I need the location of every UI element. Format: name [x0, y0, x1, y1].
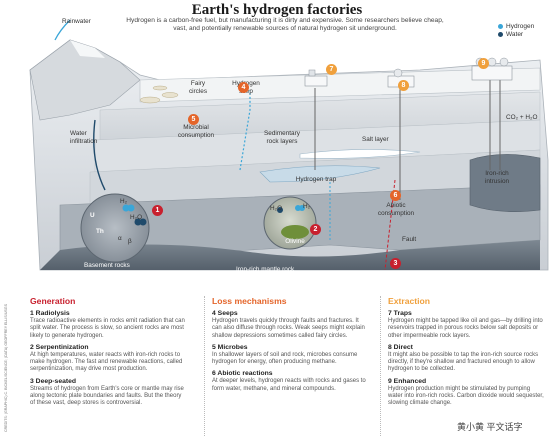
infiltration-arrow [93, 119, 106, 191]
page-subtitle: Hydrogen is a carbon-free fuel, but manu… [126, 17, 444, 32]
salt-layer-shape [299, 149, 421, 159]
salt-layer-label: Salt layer [362, 136, 389, 143]
h2o-label: H₂O [270, 205, 283, 212]
facility-7 [304, 69, 328, 87]
thorium-label: Th [96, 228, 104, 235]
uranium-label: U [90, 212, 95, 219]
credit-line: CREDITS: (GRAPHIC) C. BICKEL/SCIENCE; (D… [4, 304, 8, 432]
marker-3: 3 [390, 258, 401, 269]
olivine-grain [281, 225, 309, 239]
legend-label: Hydrogen [506, 23, 535, 30]
iron-rich-intrusion-shape [469, 154, 541, 212]
marker-8: 8 [398, 80, 409, 91]
rainwater-label: Rainwater [62, 18, 91, 25]
column-heading: Loss mechanisms [212, 296, 287, 306]
seep-path [239, 90, 251, 171]
co2-label: CO₂ + H₂O [506, 114, 538, 121]
column-heading: Generation [30, 296, 76, 306]
item-body: At deeper levels, hydrogen reacts with r… [212, 378, 366, 392]
legend-label: Water [506, 31, 524, 38]
basement-rocks-label: Basement rocks [84, 262, 130, 269]
watermark: 黄小黄 平文话字 [455, 420, 525, 433]
item-body: Hydrogen might be tapped like oil and ga… [388, 318, 543, 339]
item-title: 4 Seeps [212, 310, 238, 317]
mantle-rock [40, 240, 540, 270]
surface-layer [139, 67, 541, 103]
item-body: It might also be possible to tap the iro… [388, 351, 539, 373]
text-item: 4 Seeps Hydrogen travels quickly through… [212, 310, 370, 340]
mountain-snow [70, 40, 105, 58]
h2o-label: H₂O [130, 214, 143, 221]
text-item: 5 Microbes In shallower layers of soil a… [212, 344, 370, 367]
radiolysis-zoom [80, 193, 150, 263]
h2-label: H₂ [120, 198, 128, 205]
item-body: Trace radioactive elements in rocks emit… [30, 318, 185, 339]
fault-label: Fault [402, 236, 417, 243]
item-title: 1 Radiolysis [30, 310, 70, 317]
rainwater-arrow [54, 19, 71, 41]
text-item: 3 Deep-seated Streams of hydrogen from E… [30, 378, 188, 408]
text-item: 1 Radiolysis Trace radioactive elements … [30, 310, 188, 340]
text-item: 7 Traps Hydrogen might be tapped like oi… [388, 310, 546, 340]
item-title: 5 Microbes [212, 343, 248, 351]
text-item: 2 Serpentinization At high temperatures,… [30, 344, 188, 374]
olivine-label: Olivine [285, 238, 305, 245]
water-swatch [498, 32, 503, 37]
hydrogen-trap-label: Hydrogen trap [295, 176, 337, 183]
generation-column: Generation 1 Radiolysis Trace radioactiv… [30, 296, 188, 412]
column-divider [380, 296, 381, 436]
marker-5: 5 [188, 114, 199, 125]
item-body: Hydrogen production might be stimulated … [388, 385, 544, 407]
hydrogen-trap-shape [259, 165, 381, 183]
marker-9: 9 [478, 58, 489, 69]
column-divider [204, 296, 205, 436]
marker-2: 2 [310, 224, 321, 235]
marker-1: 1 [152, 205, 163, 216]
item-body: Hydrogen travels quickly through faults … [212, 318, 365, 339]
item-title: 8 Direct [388, 343, 413, 351]
molecule-icons [122, 204, 305, 226]
extraction-column: Extraction 7 Traps Hydrogen might be tap… [388, 296, 546, 412]
item-title: 9 Enhanced [388, 377, 427, 385]
text-item: 9 Enhanced Hydrogen production might be … [388, 378, 546, 408]
geology-cross-section [29, 19, 549, 271]
item-title: 2 Serpentinization [30, 343, 89, 351]
marker-6: 6 [390, 190, 401, 201]
loss-mechanisms-column: Loss mechanisms 4 Seeps Hydrogen travels… [212, 296, 370, 397]
beta-label: β [128, 238, 132, 245]
item-title: 7 Traps [388, 310, 412, 317]
legend-item-hydrogen: Hydrogen [498, 23, 534, 30]
hydrogen-swatch [498, 24, 503, 29]
fairy-circles-art [139, 85, 179, 104]
marker-7: 7 [326, 64, 337, 75]
h2-label: H₂ [303, 203, 311, 210]
legend: Hydrogen Water [498, 23, 534, 39]
page-title: Earth's hydrogen factories [191, 2, 363, 18]
item-body: In shallower layers of soil and rock, mi… [212, 351, 358, 366]
item-title: 6 Abiotic reactions [212, 370, 273, 378]
marker-4: 4 [238, 82, 249, 93]
item-body: At high temperatures, water reacts with … [30, 351, 183, 373]
column-heading: Extraction [388, 296, 431, 306]
item-title: 3 Deep-seated [30, 377, 77, 385]
text-item: 6 Abiotic reactions At deeper levels, hy… [212, 370, 370, 393]
text-item: 8 Direct It might also be possible to ta… [388, 344, 546, 374]
iron-rich-mantle-label: Iron-rich mantle rock [236, 266, 295, 273]
item-body: Streams of hydrogen from Earth's core or… [30, 385, 184, 407]
alpha-label: α [118, 235, 122, 242]
legend-item-water: Water [498, 31, 534, 38]
